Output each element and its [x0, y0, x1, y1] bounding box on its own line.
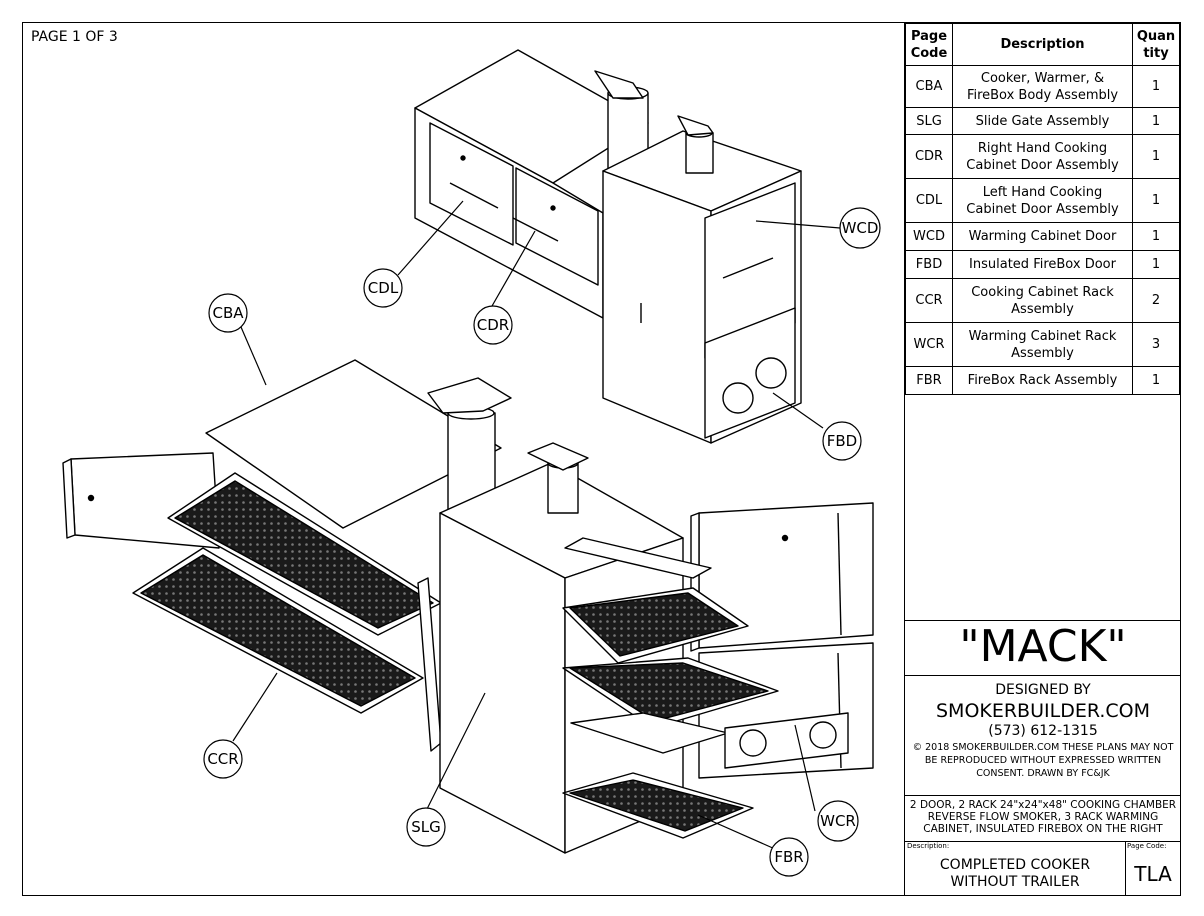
table-row: WCD Warming Cabinet Door 1	[905, 222, 1180, 251]
svg-text:SLG: SLG	[411, 818, 441, 836]
description-value: COMPLETED COOKER WITHOUT TRAILER	[939, 857, 1091, 890]
title-column: Page Code Description Quan tity CBA Cook…	[904, 23, 1182, 896]
designer-block: DESIGNED BY SMOKERBUILDER.COM (573) 612-…	[905, 675, 1181, 795]
row-code: WCD	[905, 222, 953, 251]
row-quantity: 1	[1132, 222, 1180, 251]
svg-text:FBR: FBR	[774, 848, 803, 866]
callout-wcd: WCD	[839, 207, 881, 249]
svg-text:FBD: FBD	[827, 432, 857, 450]
row-code: CBA	[905, 65, 953, 108]
svg-text:CDL: CDL	[368, 279, 399, 297]
assembly-drawing: CDL CDR WCD FBD CBA CCR SLG WCR	[62, 49, 881, 877]
phone-number: (573) 612-1315	[988, 723, 1098, 739]
table-row: FBR FireBox Rack Assembly 1	[905, 366, 1180, 395]
callout-fbd: FBD	[822, 421, 862, 461]
page-code-cell: Page Code: TLA	[1125, 842, 1181, 896]
header-page-code: Page Code	[905, 23, 953, 66]
drawing-sheet: PAGE 1 OF 3	[22, 22, 1181, 896]
table-row: SLG Slide Gate Assembly 1	[905, 107, 1180, 135]
description-block: Description: COMPLETED COOKER WITHOUT TR…	[905, 841, 1181, 896]
description-label: Description:	[907, 842, 950, 850]
row-description: Cooking Cabinet Rack Assembly	[952, 278, 1133, 323]
company-name: SMOKERBUILDER.COM	[935, 700, 1151, 722]
rear-view-assembly	[414, 49, 802, 444]
row-description: Insulated FireBox Door	[952, 250, 1133, 279]
row-description: Warming Cabinet Door	[952, 222, 1133, 251]
callout-cdr: CDR	[473, 305, 513, 345]
table-row: WCR Warming Cabinet Rack Assembly 3	[905, 322, 1180, 367]
designed-by-label: DESIGNED BY	[995, 682, 1091, 698]
page-code-value: TLA	[1134, 862, 1172, 886]
project-name: "MACK"	[905, 620, 1181, 675]
svg-text:WCR: WCR	[820, 812, 856, 830]
callout-cdl: CDL	[363, 268, 403, 308]
page-label: PAGE 1 OF 3	[31, 29, 118, 45]
table-row: CCR Cooking Cabinet Rack Assembly 2	[905, 278, 1180, 323]
row-quantity: 1	[1132, 65, 1180, 108]
callout-cba: CBA	[208, 293, 248, 333]
table-row: CDL Left Hand Cooking Cabinet Door Assem…	[905, 178, 1180, 223]
row-quantity: 1	[1132, 366, 1180, 395]
row-description: Right Hand Cooking Cabinet Door Assembly	[952, 134, 1133, 179]
row-quantity: 1	[1132, 134, 1180, 179]
row-description: Left Hand Cooking Cabinet Door Assembly	[952, 178, 1133, 223]
svg-text:CCR: CCR	[207, 750, 238, 768]
row-code: FBD	[905, 250, 953, 279]
callout-ccr: CCR	[203, 739, 243, 779]
description-cell: Description: COMPLETED COOKER WITHOUT TR…	[905, 842, 1126, 896]
parts-table: Page Code Description Quan tity CBA Cook…	[905, 23, 1180, 395]
header-quantity: Quan tity	[1132, 23, 1180, 66]
callout-wcr: WCR	[817, 800, 859, 842]
row-quantity: 2	[1132, 278, 1180, 323]
row-quantity: 1	[1132, 107, 1180, 135]
callout-fbr: FBR	[769, 837, 809, 877]
svg-text:CDR: CDR	[477, 316, 509, 334]
summary-block: 2 DOOR, 2 RACK 24"x24"x48" COOKING CHAMB…	[905, 795, 1181, 841]
row-description: Warming Cabinet Rack Assembly	[952, 322, 1133, 367]
row-code: SLG	[905, 107, 953, 135]
table-row: CBA Cooker, Warmer, & FireBox Body Assem…	[905, 65, 1180, 108]
row-code: CDL	[905, 178, 953, 223]
table-row: FBD Insulated FireBox Door 1	[905, 250, 1180, 279]
row-code: CDR	[905, 134, 953, 179]
table-row: CDR Right Hand Cooking Cabinet Door Asse…	[905, 134, 1180, 179]
row-description: FireBox Rack Assembly	[952, 366, 1133, 395]
callout-slg: SLG	[406, 807, 446, 847]
svg-text:CBA: CBA	[212, 304, 244, 322]
header-description: Description	[952, 23, 1133, 66]
row-code: CCR	[905, 278, 953, 323]
row-description: Cooker, Warmer, & FireBox Body Assembly	[952, 65, 1133, 108]
row-quantity: 3	[1132, 322, 1180, 367]
row-quantity: 1	[1132, 178, 1180, 223]
copyright-notice: © 2018 SMOKERBUILDER.COM THESE PLANS MAY…	[912, 742, 1174, 779]
row-quantity: 1	[1132, 250, 1180, 279]
row-code: FBR	[905, 366, 953, 395]
row-code: WCR	[905, 322, 953, 367]
svg-text:WCD: WCD	[842, 219, 879, 237]
front-view-assembly	[62, 359, 874, 854]
row-description: Slide Gate Assembly	[952, 107, 1133, 135]
page-code-label: Page Code:	[1127, 842, 1167, 850]
